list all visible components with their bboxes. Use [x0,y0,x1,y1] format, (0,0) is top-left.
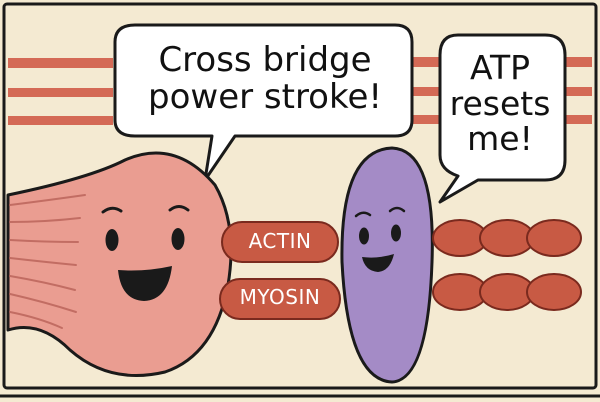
muscle-eye-left [105,229,119,251]
bean-mouth [362,254,394,272]
actin-label: ACTIN [248,229,312,253]
speech-bubble-left-line: Cross bridge [158,40,372,80]
myosin-label: MYOSIN [239,285,321,309]
myosin-pill [219,278,341,320]
speech-bubble-right-line: me! [467,119,533,159]
muscle-eyebrow-right [168,205,190,212]
speech-bubble-right-text: ATP resets me! [440,50,560,157]
muscle-eyebrow-left [101,206,123,214]
bean-eye-left [359,227,369,245]
actin-pill [221,221,339,263]
muscle-mouth [118,266,172,301]
bean-eyebrow-left [354,211,372,218]
actin-filament-beads [432,219,582,257]
speech-bubble-left [113,23,414,182]
background-stripes [8,57,592,125]
speech-bubble-right-line: ATP [469,48,531,87]
speech-bubble-right-line: resets [449,83,551,123]
bean-eyebrow-right [388,206,406,213]
bean-eye-right [391,224,401,242]
muscle-fiber-lines [9,194,86,329]
purple-bean-character [340,146,434,384]
speech-bubble-right [438,33,567,204]
speech-bubble-left-line: power stroke! [148,76,382,117]
myosin-filament-beads [432,273,582,311]
muscle-eye-right [171,228,185,250]
speech-bubble-left-text: Cross bridge power stroke! [120,42,410,115]
